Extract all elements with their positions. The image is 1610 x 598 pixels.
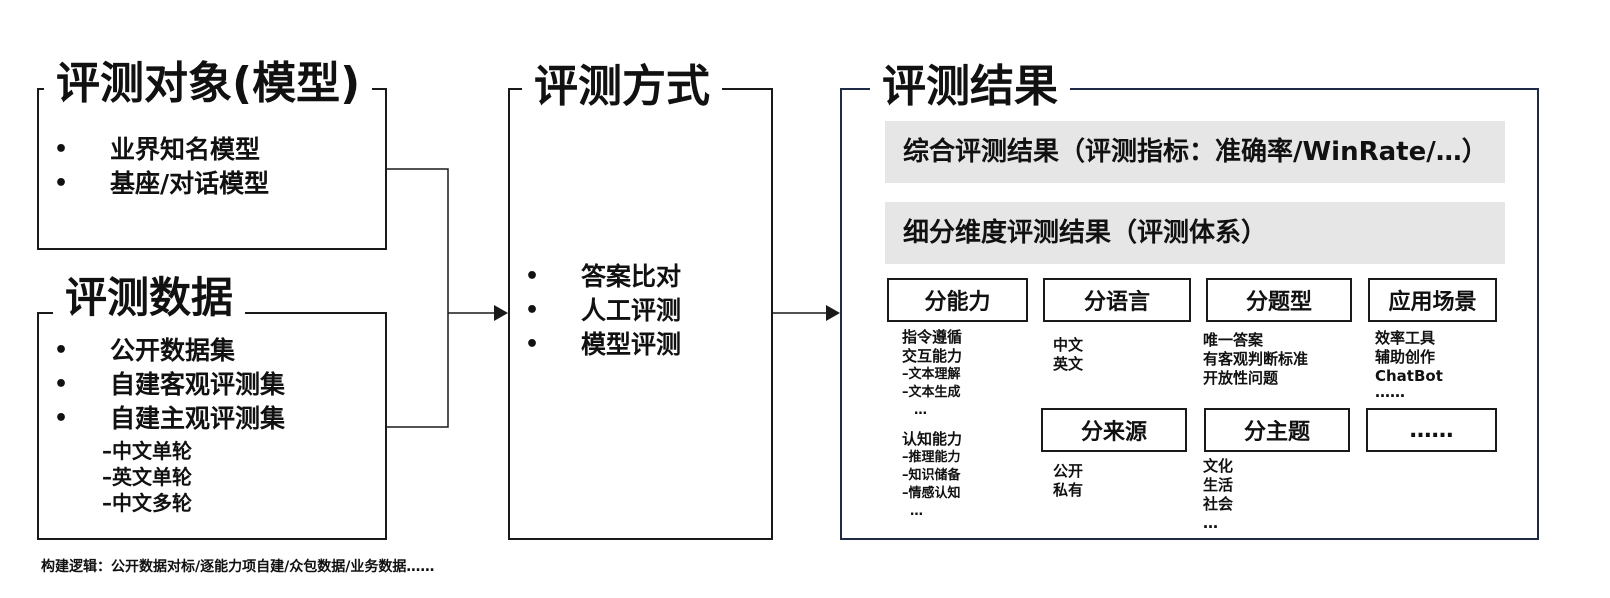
method-title: 评测方式 bbox=[522, 65, 722, 109]
build-logic-note: 构建逻辑：公开数据对标/逐能力项自建/众包数据/业务数据…… bbox=[41, 559, 435, 575]
list-item: 效率工具 bbox=[1375, 329, 1436, 347]
list-item: 文化 bbox=[1203, 457, 1234, 475]
list-item: 有客观判断标准 bbox=[1203, 350, 1309, 368]
data-subitem: –中文单轮 bbox=[102, 439, 192, 463]
list-item: •自建主观评测集 bbox=[38, 402, 285, 436]
list-item: 开放性问题 bbox=[1203, 369, 1279, 387]
list-item: –知识储备 bbox=[902, 468, 961, 483]
list-item: 公开 bbox=[1053, 462, 1084, 480]
list-item: ChatBot bbox=[1375, 367, 1443, 385]
list-item: –推理能力 bbox=[902, 450, 961, 465]
list-item: … bbox=[1203, 514, 1218, 532]
list-item: …… bbox=[1375, 383, 1405, 401]
list-item: 英文 bbox=[1053, 355, 1084, 373]
list-item: 中文 bbox=[1053, 336, 1084, 354]
list-item: 认知能力 bbox=[902, 430, 963, 448]
list-item: 指令遵循 bbox=[902, 328, 963, 346]
category-language: 分语言 bbox=[1043, 278, 1191, 322]
category-ability: 分能力 bbox=[887, 278, 1028, 322]
list-item: 辅助创作 bbox=[1375, 348, 1436, 366]
bullet-icon: • bbox=[54, 171, 69, 196]
data-subitem: –中文多轮 bbox=[102, 491, 192, 515]
list-item: 交互能力 bbox=[902, 347, 963, 365]
bullet-icon: • bbox=[54, 338, 69, 363]
list-item: •业界知名模型 bbox=[38, 133, 269, 167]
list-item: … bbox=[910, 504, 923, 519]
list-item: –文本理解 bbox=[902, 367, 961, 382]
arrow-head-1 bbox=[494, 305, 508, 321]
list-item: •公开数据集 bbox=[38, 334, 285, 368]
topic-items: 文化 生活 社会 … bbox=[1203, 457, 1233, 533]
data-title: 评测数据 bbox=[53, 277, 246, 319]
method-list: •答案比对 •人工评测 •模型评测 bbox=[509, 260, 681, 362]
scenario-items: 效率工具 辅助创作 ChatBot …… bbox=[1375, 329, 1443, 401]
list-item: 唯一答案 bbox=[1203, 331, 1264, 349]
category-scenario: 应用场景 bbox=[1368, 278, 1497, 322]
arrow-head-2 bbox=[826, 305, 840, 321]
category-topic: 分主题 bbox=[1204, 408, 1350, 452]
list-item: •答案比对 bbox=[509, 260, 681, 294]
language-items: 中文 英文 bbox=[1053, 336, 1083, 374]
bullet-icon: • bbox=[525, 264, 540, 289]
list-item: –文本生成 bbox=[902, 385, 961, 400]
list-item: 私有 bbox=[1053, 481, 1084, 499]
bullet-icon: • bbox=[525, 332, 540, 357]
source-items: 公开 私有 bbox=[1053, 462, 1083, 500]
model-title: 评测对象(模型) bbox=[44, 62, 373, 106]
list-item: 社会 bbox=[1203, 495, 1234, 513]
bullet-icon: • bbox=[54, 406, 69, 431]
list-item: •基座/对话模型 bbox=[38, 167, 269, 201]
data-subitem: –英文单轮 bbox=[102, 465, 192, 489]
overall-result-bar: 综合评测结果（评测指标：准确率/WinRate/…） bbox=[885, 121, 1505, 183]
bullet-icon: • bbox=[525, 298, 540, 323]
list-item: 生活 bbox=[1203, 476, 1234, 494]
list-item: –情感认知 bbox=[902, 486, 961, 501]
bullet-icon: • bbox=[54, 372, 69, 397]
list-item: •人工评测 bbox=[509, 294, 681, 328]
category-question-type: 分题型 bbox=[1206, 278, 1352, 322]
method-box bbox=[508, 88, 773, 540]
data-list: •公开数据集 •自建客观评测集 •自建主观评测集 bbox=[38, 334, 285, 436]
list-item: •模型评测 bbox=[509, 328, 681, 362]
category-more: …… bbox=[1366, 408, 1497, 452]
list-item: … bbox=[914, 403, 927, 418]
category-source: 分来源 bbox=[1041, 408, 1187, 452]
data-box bbox=[37, 312, 387, 540]
question-type-items: 唯一答案 有客观判断标准 开放性问题 bbox=[1203, 331, 1308, 388]
bullet-icon: • bbox=[54, 137, 69, 162]
model-list: •业界知名模型 •基座/对话模型 bbox=[38, 133, 269, 201]
model-connector bbox=[387, 168, 449, 428]
list-item: •自建客观评测集 bbox=[38, 368, 285, 402]
result-title: 评测结果 bbox=[870, 65, 1070, 109]
ability-items: 指令遵循 交互能力 –文本理解 –文本生成 … 认知能力 –推理能力 –知识储备… bbox=[902, 328, 962, 521]
detailed-result-bar: 细分维度评测结果（评测体系） bbox=[885, 202, 1505, 264]
